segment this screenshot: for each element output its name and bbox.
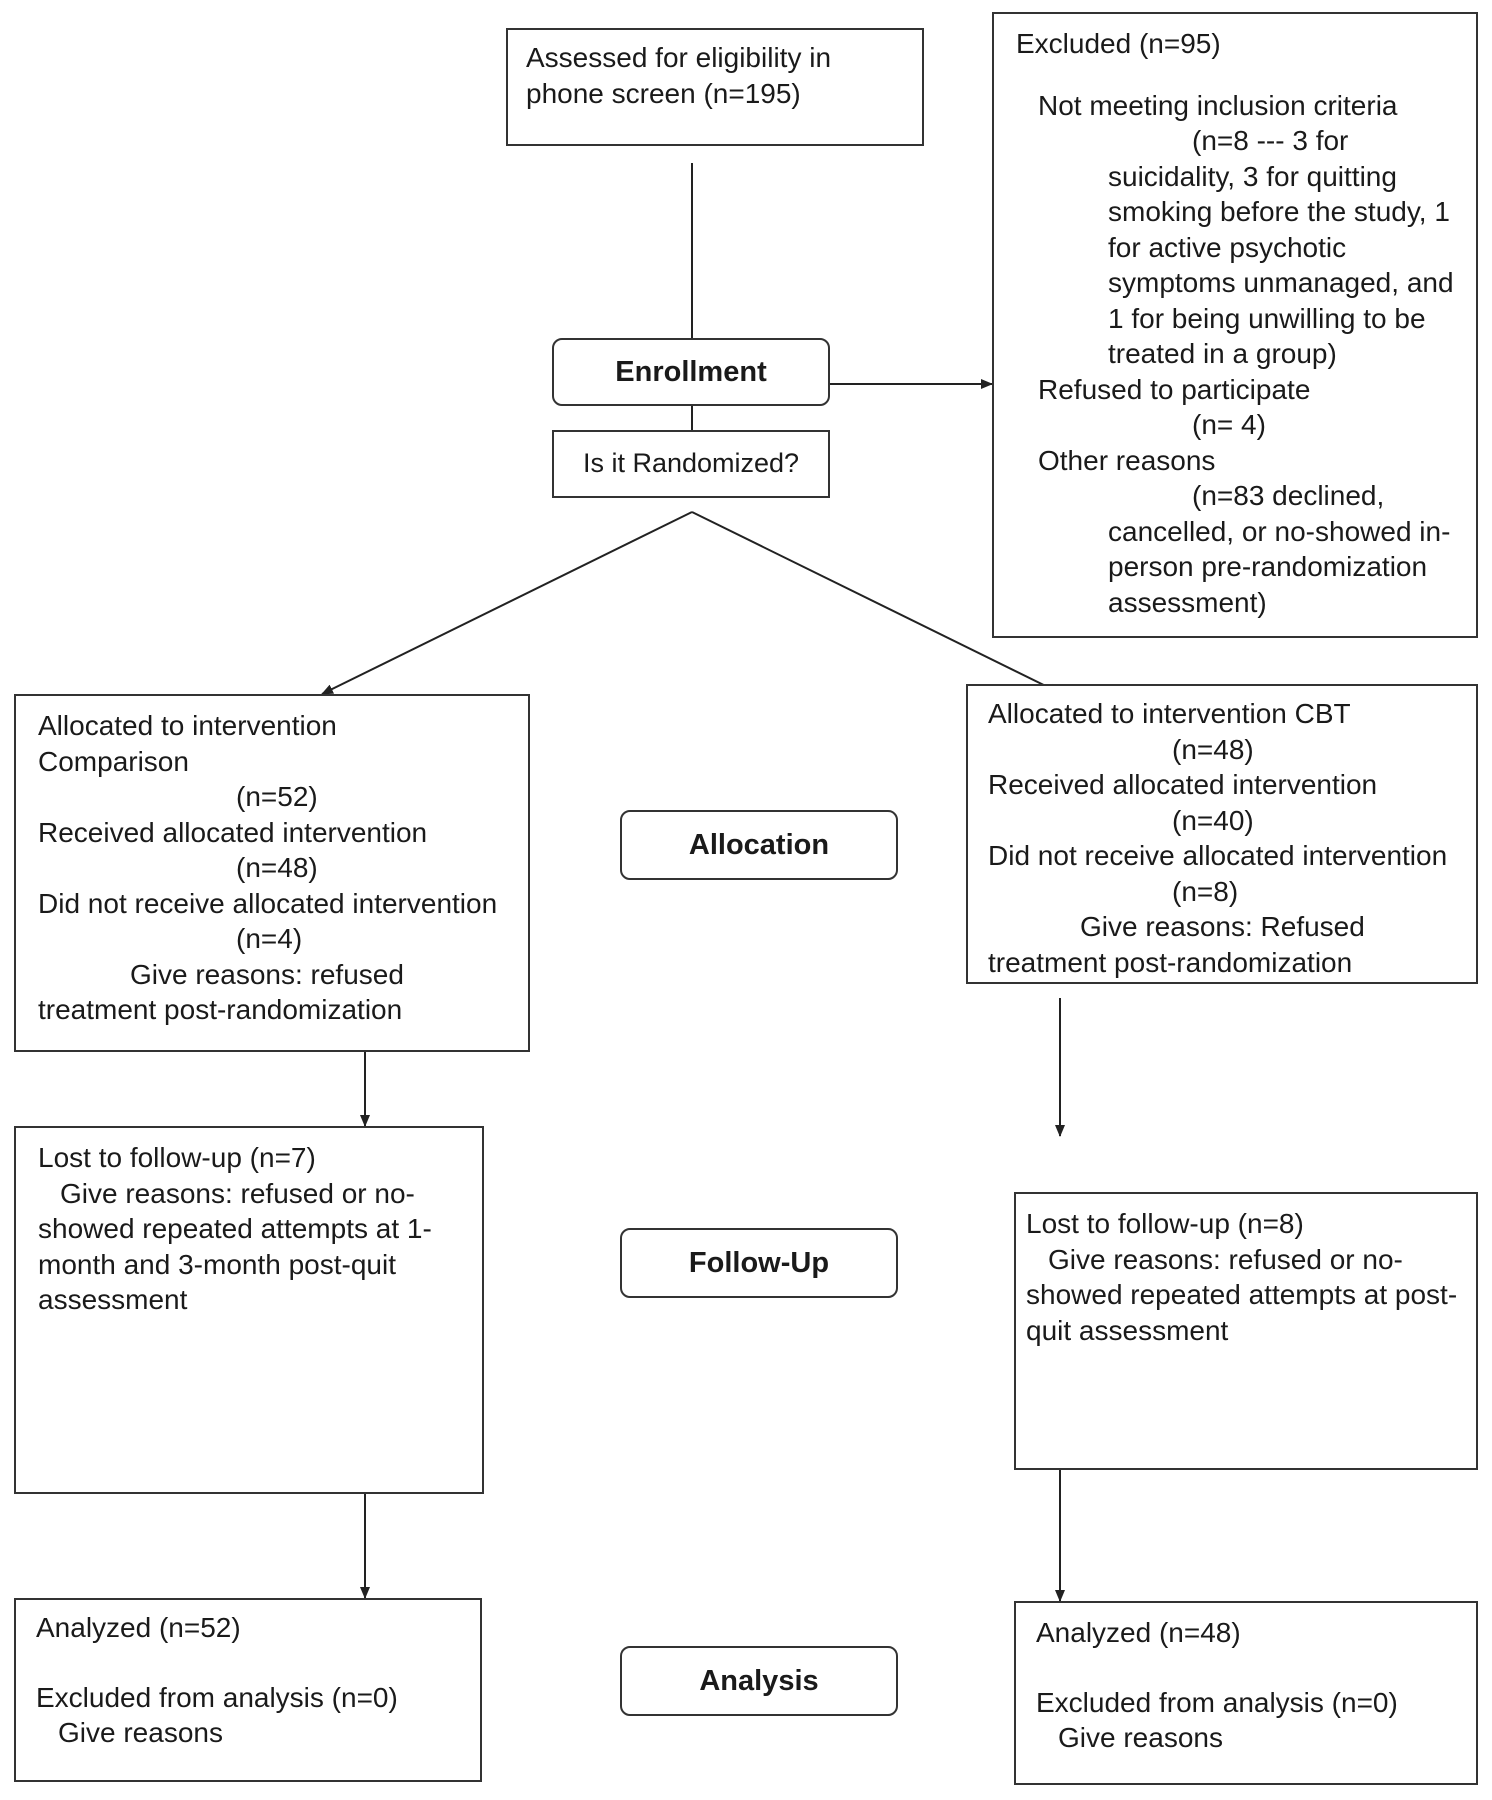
excluded-line: cancelled, or no-showed in- — [1108, 515, 1451, 547]
comparison-analysis-box: Analyzed (n=52) Excluded from analysis (… — [14, 1598, 482, 1782]
comparison-excluded-analysis: Excluded from analysis (n=0) — [36, 1681, 398, 1713]
excluded-line: treated in a group) — [1108, 338, 1337, 369]
comparison-alloc-line: Allocated to intervention — [38, 710, 337, 741]
cbt-alloc-line: (n=48) — [1172, 733, 1254, 765]
comparison-analyzed: Analyzed (n=52) — [36, 1612, 241, 1643]
cbt-alloc-line: Allocated to intervention CBT — [988, 698, 1351, 729]
excluded-line: symptoms unmanaged, and — [1108, 267, 1454, 298]
comparison-alloc-line: treatment post-randomization — [38, 994, 403, 1025]
excluded-line: suicidality, 3 for quitting — [1108, 160, 1397, 192]
cbt-alloc-line: (n=40) — [1172, 804, 1254, 836]
randomized-box: Is it Randomized? — [552, 430, 830, 498]
cbt-excluded-analysis: Excluded from analysis (n=0) — [1036, 1686, 1398, 1718]
stage-followup: Follow-Up — [620, 1228, 898, 1298]
comparison-followup-line: assessment — [38, 1284, 188, 1315]
comparison-alloc-line: Received allocated intervention — [38, 816, 428, 848]
stage-enrollment: Enrollment — [552, 338, 830, 406]
cbt-followup-line: Lost to follow-up (n=8) — [1026, 1208, 1304, 1239]
excluded-line-refused: Refused to participate — [1038, 373, 1311, 405]
excluded-line: person pre-randomization — [1108, 551, 1428, 582]
randomized-label: Is it Randomized? — [582, 448, 800, 479]
cbt-followup-line: Give reasons: refused or no- — [1048, 1243, 1403, 1275]
excluded-line: (n= 4) — [1192, 409, 1266, 440]
excluded-box: Excluded (n=95) Not meeting inclusion cr… — [992, 12, 1478, 638]
comparison-give-reasons: Give reasons — [58, 1717, 223, 1748]
excluded-line: for active psychotic — [1108, 231, 1347, 263]
excluded-line-other: Other reasons — [1038, 444, 1216, 476]
comparison-alloc-line: (n=48) — [236, 852, 318, 883]
eligibility-line-1: Assessed for eligibility in — [526, 42, 832, 73]
comparison-followup-line: Give reasons: refused or no- — [60, 1177, 415, 1209]
cbt-give-reasons: Give reasons — [1058, 1722, 1223, 1753]
comparison-alloc-line: Did not receive allocated intervention — [38, 887, 498, 919]
cbt-followup-box: Lost to follow-up (n=8) Give reasons: re… — [1014, 1192, 1478, 1470]
stage-analysis: Analysis — [620, 1646, 898, 1716]
cbt-alloc-line: Did not receive allocated intervention — [988, 840, 1448, 871]
cbt-alloc-line: (n=8) — [1172, 875, 1239, 907]
comparison-alloc-line: (n=4) — [236, 923, 303, 954]
comparison-alloc-line: Give reasons: refused — [130, 958, 404, 990]
cbt-alloc-line: Received allocated intervention — [988, 769, 1378, 800]
arrow-randomized-to-cbt — [691, 511, 1061, 694]
cbt-allocation-box: Allocated to intervention CBT (n=48) Rec… — [966, 684, 1478, 984]
stage-allocation: Allocation — [620, 810, 898, 880]
comparison-allocation-box: Allocated to intervention Comparison (n=… — [14, 694, 530, 1052]
comparison-followup-box: Lost to follow-up (n=7) Give reasons: re… — [14, 1126, 484, 1494]
excluded-line: (n=8 --- 3 for — [1192, 125, 1349, 156]
comparison-followup-line: month and 3-month post-quit — [38, 1248, 396, 1280]
comparison-followup-line: showed repeated attempts at 1- — [38, 1213, 432, 1244]
cbt-followup-line: showed repeated attempts at post- — [1026, 1279, 1458, 1310]
comparison-alloc-line: Comparison — [38, 745, 189, 777]
comparison-alloc-line: (n=52) — [236, 781, 318, 812]
excluded-line: assessment) — [1108, 586, 1267, 618]
eligibility-line-2: phone screen (n=195) — [526, 77, 801, 109]
excluded-line: 1 for being unwilling to be — [1108, 302, 1426, 334]
cbt-analyzed: Analyzed (n=48) — [1036, 1617, 1241, 1648]
cbt-analysis-box: Analyzed (n=48) Excluded from analysis (… — [1014, 1601, 1478, 1785]
cbt-followup-line: quit assessment — [1026, 1314, 1229, 1346]
comparison-followup-line: Lost to follow-up (n=7) — [38, 1142, 316, 1173]
excluded-line: smoking before the study, 1 — [1108, 196, 1450, 227]
excluded-line: (n=83 declined, — [1192, 480, 1385, 511]
cbt-alloc-line: Give reasons: Refused — [1080, 911, 1365, 942]
excluded-title: Excluded (n=95) — [1016, 28, 1221, 59]
cbt-alloc-line: treatment post-randomization — [988, 946, 1353, 978]
eligibility-box: Assessed for eligibility in phone screen… — [506, 28, 924, 146]
excluded-line-inclusion: Not meeting inclusion criteria — [1038, 89, 1398, 121]
arrow-randomized-to-comparison — [321, 511, 693, 695]
